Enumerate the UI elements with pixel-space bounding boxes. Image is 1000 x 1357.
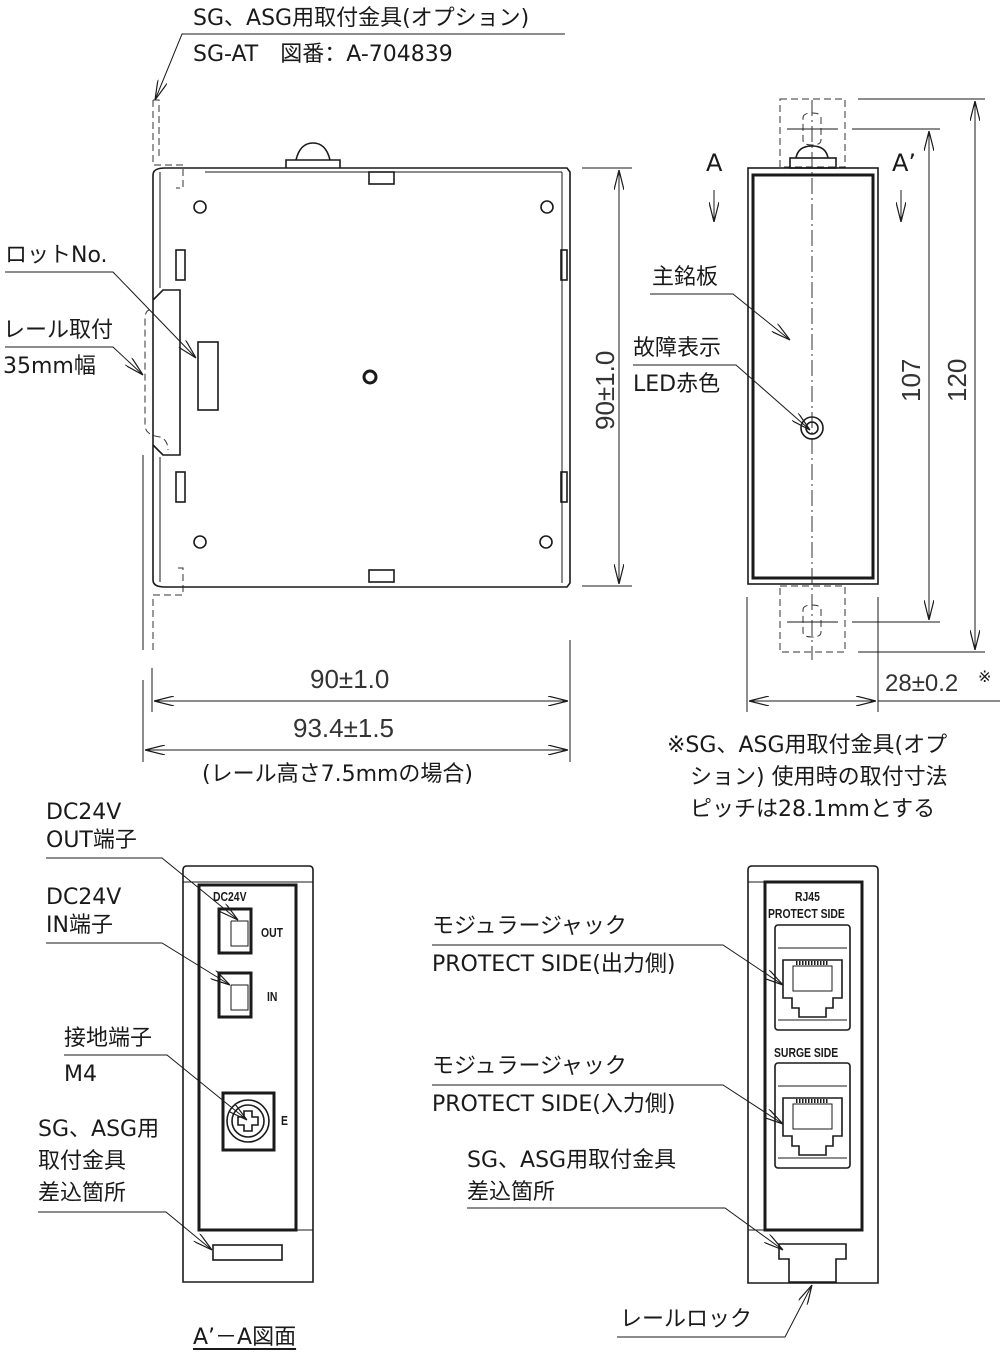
rail-lock-leader: [617, 1285, 812, 1338]
right-panel-outline: [747, 865, 879, 1284]
rj45-protect-jack: [774, 924, 851, 1031]
rail-mount-label: レール取付: [3, 318, 114, 343]
led-leader: [633, 364, 810, 430]
section-a-prime-label: A’: [892, 149, 917, 177]
lot-number-plate: [197, 341, 219, 411]
dim-width-body-value: 90±1.0: [310, 664, 390, 694]
footnote-line3: ピッチは28.1mmとする: [690, 797, 936, 822]
in-leader: [46, 942, 230, 985]
ground-terminal: [221, 1091, 276, 1152]
slot-leader: [38, 1211, 212, 1250]
panel-e-text: E: [281, 1113, 288, 1128]
panel-protect-side-text: PROTECT SIDE: [768, 906, 845, 921]
dim-107-value: 107: [896, 358, 926, 402]
nameplate-label: 主銘板: [652, 265, 719, 290]
led-label-line2: LED赤色: [633, 372, 721, 397]
bracket-callout-line2: SG-AT 図番：A-704839: [193, 42, 453, 67]
dim-depth-value: 28±0.2: [885, 670, 959, 697]
panel-surge-side-text: SURGE SIDE: [774, 1045, 839, 1060]
center-hole: [362, 369, 378, 385]
screw-hole: [539, 535, 553, 549]
led-label-line1: 故障表示: [633, 336, 722, 361]
rail-leader: [5, 346, 143, 375]
slot-label-line3: 差込箇所: [38, 1181, 127, 1206]
in-label-line1: DC24V: [46, 885, 122, 910]
jack-surge-leader: [432, 1084, 783, 1124]
bracket-dashed-bottom: [152, 567, 184, 650]
front-view-right: [432, 865, 879, 1338]
bracket-leader-line: [155, 33, 565, 100]
slot-label-line1: SG、ASG用: [38, 1117, 160, 1142]
jack-surge-line2: PROTECT SIDE(入力側): [432, 1092, 676, 1117]
rail-height-note: (レール高さ7.5mmの場合): [202, 762, 474, 787]
slot-right-line1: SG、ASG用取付金具: [467, 1148, 677, 1173]
ground-leader: [64, 1054, 247, 1120]
device-body-outline: [152, 167, 571, 588]
panel-dc24v-text: DC24V: [213, 889, 247, 904]
slot-right-line2: 差込箇所: [467, 1180, 556, 1205]
dim-width-total-value: 93.4±1.5: [293, 713, 395, 743]
screw-hole: [540, 200, 554, 214]
ground-label-line1: 接地端子: [64, 1026, 153, 1051]
side-body-outline: [747, 167, 879, 585]
ground-label-line2: M4: [64, 1062, 97, 1087]
side-view: [633, 98, 1000, 712]
out-label-line1: DC24V: [46, 800, 122, 825]
lot-no-leader: [5, 271, 196, 358]
rail-lock-knob: [285, 159, 341, 168]
jack-protect-line2: PROTECT SIDE(出力側): [432, 952, 676, 977]
bracket-slot: [212, 1244, 283, 1261]
rj45-surge-jack: [774, 1062, 851, 1169]
phillips-screw-icon: [237, 1110, 259, 1132]
in-label-line2: IN端子: [46, 913, 113, 938]
screw-hole: [193, 200, 207, 214]
rail-width-label: 35mm幅: [3, 354, 96, 379]
right-panel-face: [763, 880, 864, 1232]
slot-leader-right: [467, 1207, 783, 1250]
section-a-label: A: [706, 149, 723, 177]
dim-depth-note-mark: ※: [978, 667, 992, 686]
screw-hole: [193, 535, 207, 549]
panel-rj45-text: RJ45: [795, 889, 820, 904]
jack-protect-leader: [432, 944, 783, 985]
bottom-slot: [368, 569, 395, 583]
footnote-line1: ※SG、ASG用取付金具(オプ: [667, 733, 948, 758]
footnote-line2: ション) 使用時の取付寸法: [690, 765, 948, 790]
nameplate-leader: [650, 293, 790, 340]
left-panel-face: [197, 883, 298, 1232]
rail-lock-label: レールロック: [620, 1307, 753, 1332]
din-rail-dashed: [144, 309, 169, 451]
out-leader: [46, 857, 238, 920]
rail-lock: [778, 1243, 847, 1283]
lot-no-label: ロットNo.: [5, 243, 108, 268]
panel-out-text: OUT: [261, 925, 283, 940]
jack-surge-line1: モジュラージャック: [432, 1054, 627, 1079]
jack-protect-line1: モジュラージャック: [432, 914, 627, 939]
top-slot: [368, 171, 395, 185]
left-panel-outline: [182, 865, 314, 1283]
dim-height-value: 90±1.0: [590, 350, 620, 430]
bracket-dashed-top: [152, 100, 184, 189]
section-caption: A’－A図面: [193, 1325, 297, 1350]
top-view: [5, 33, 632, 762]
panel-in-text: IN: [267, 989, 278, 1004]
dc24v-in-terminal: [217, 971, 253, 1019]
front-view-left: [38, 857, 314, 1283]
slot-label-line2: 取付金具: [38, 1149, 127, 1174]
bracket-callout-line1: SG、ASG用取付金具(オプション): [193, 6, 530, 31]
out-label-line2: OUT端子: [46, 828, 137, 853]
dim-120-value: 120: [942, 358, 972, 402]
